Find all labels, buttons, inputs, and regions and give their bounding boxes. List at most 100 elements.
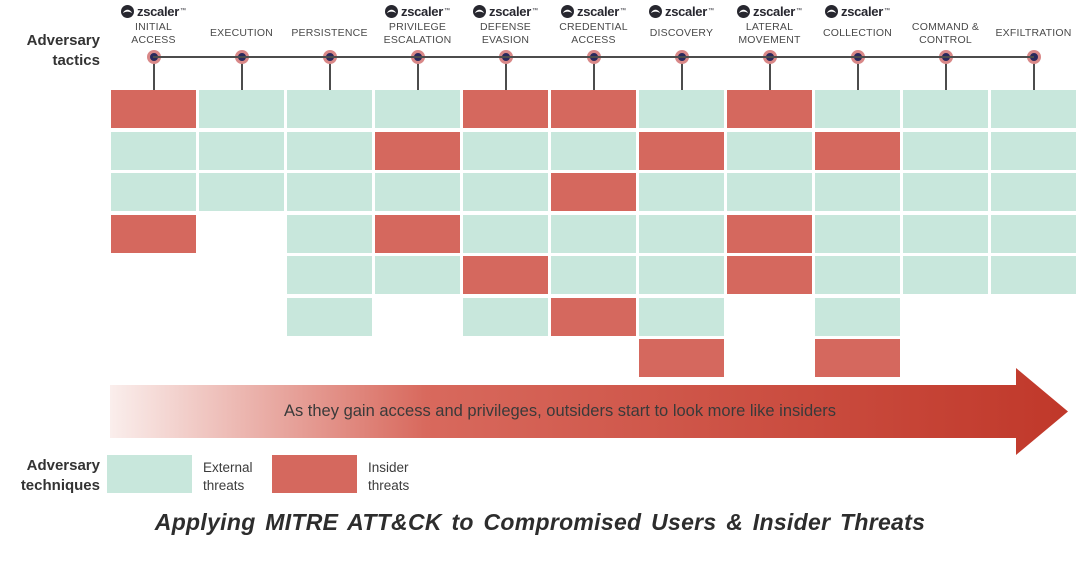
grid-cell-external (991, 214, 1076, 253)
column-label-lateral-movement: LATERAL MOVEMENT (738, 20, 801, 46)
zscaler-logo-icon (385, 4, 398, 18)
grid-cell-external (639, 173, 724, 211)
grid-cell-external (991, 90, 1076, 128)
arrow-shape (110, 368, 1068, 455)
zscaler-logo-text: zscaler (753, 3, 795, 19)
column-label-persistence: PERSISTENCE (291, 27, 368, 40)
grid-cell-external (727, 131, 812, 170)
grid-cell-external (111, 173, 196, 211)
grid-cell-insider (551, 297, 636, 336)
column-label-collection: COLLECTION (822, 27, 893, 40)
adversary-techniques-label: Adversary techniques (20, 457, 100, 494)
grid-cell-external (991, 256, 1076, 294)
grid-cell-insider (551, 173, 636, 211)
zscaler-logo-text: zscaler (137, 3, 179, 19)
column-label-credential-access: CREDENTIAL ACCESS (559, 20, 628, 46)
adversary-tactics-label: Adversary tactics (26, 32, 100, 69)
grid-cell-external (287, 214, 372, 253)
grid-cell-external (639, 90, 724, 128)
column-label-privilege-escalation: PRIVILEGE ESCALATION (383, 20, 452, 46)
zscaler-logo-icon (561, 4, 574, 18)
zscaler-logo-text: zscaler (401, 3, 443, 19)
column-label-exfiltration: EXFILTRATION (995, 27, 1072, 40)
timeline-connector (856, 57, 859, 90)
grid-cell-external (903, 131, 988, 170)
trademark-symbol: ™ (708, 8, 714, 14)
grid-cell-external (463, 214, 548, 253)
grid-cell-insider (727, 256, 812, 294)
grid-cell-insider (639, 339, 724, 377)
timeline-connector (768, 57, 771, 90)
grid-cell-external (815, 90, 900, 128)
grid-cell-external (287, 131, 372, 170)
grid-cell-external (903, 256, 988, 294)
grid-cell-external (815, 173, 900, 211)
diagram-title: Applying MITRE ATT&CK to Compromised Use… (154, 509, 926, 535)
zscaler-logo-icon (121, 4, 134, 18)
legend-label-insider: Insider threats (368, 460, 410, 494)
legend-swatch-external (107, 455, 192, 493)
grid-cell-external (903, 214, 988, 253)
grid-cell-external (375, 90, 460, 128)
grid-cell-external (287, 90, 372, 128)
column-label-initial-access: INITIAL ACCESS (131, 20, 176, 46)
timeline-connector (240, 57, 243, 90)
grid-cell-external (199, 90, 284, 128)
grid-cell-insider (463, 256, 548, 294)
grid-cell-external (903, 173, 988, 211)
timeline-connector (1032, 57, 1035, 90)
grid-cell-external (551, 131, 636, 170)
zscaler-logo-icon (825, 4, 838, 18)
grid-cell-insider (727, 214, 812, 253)
grid-cell-external (111, 131, 196, 170)
trademark-symbol: ™ (444, 8, 450, 14)
grid-cell-insider (111, 90, 196, 128)
timeline-connector (152, 57, 155, 90)
zscaler-logo-text: zscaler (577, 3, 619, 19)
column-label-execution: EXECUTION (209, 27, 274, 40)
grid-cell-insider (551, 90, 636, 128)
grid-cell-external (375, 256, 460, 294)
grid-cell-external (551, 256, 636, 294)
timeline-connector (504, 57, 507, 90)
grid-cell-external (463, 173, 548, 211)
grid-cell-external (287, 256, 372, 294)
grid-cell-insider (375, 214, 460, 253)
trademark-symbol: ™ (180, 8, 186, 14)
grid-cell-insider (375, 131, 460, 170)
trademark-symbol: ™ (620, 8, 626, 14)
grid-cell-external (199, 173, 284, 211)
zscaler-logo-text: zscaler (841, 3, 883, 19)
timeline-connector (416, 57, 419, 90)
grid-cell-insider (111, 214, 196, 253)
grid-cell-insider (815, 131, 900, 170)
zscaler-logo-text: zscaler (665, 3, 707, 19)
grid-cell-external (639, 256, 724, 294)
grid-cell-external (815, 214, 900, 253)
grid-cell-external (375, 173, 460, 211)
grid-cell-external (639, 297, 724, 336)
zscaler-logo-icon (649, 4, 662, 18)
grid-cell-external (639, 214, 724, 253)
legend-swatch-insider (272, 455, 357, 493)
grid-cell-external (903, 90, 988, 128)
grid-cell-insider (727, 90, 812, 128)
grid-cell-external (991, 173, 1076, 211)
grid-cell-insider (463, 90, 548, 128)
trademark-symbol: ™ (884, 8, 890, 14)
tactics-timeline (153, 56, 1034, 58)
grid-cell-external (551, 214, 636, 253)
trademark-symbol: ™ (796, 8, 802, 14)
grid-cell-insider (815, 339, 900, 377)
grid-cell-external (287, 297, 372, 336)
grid-cell-external (199, 131, 284, 170)
grid-cell-external (815, 256, 900, 294)
